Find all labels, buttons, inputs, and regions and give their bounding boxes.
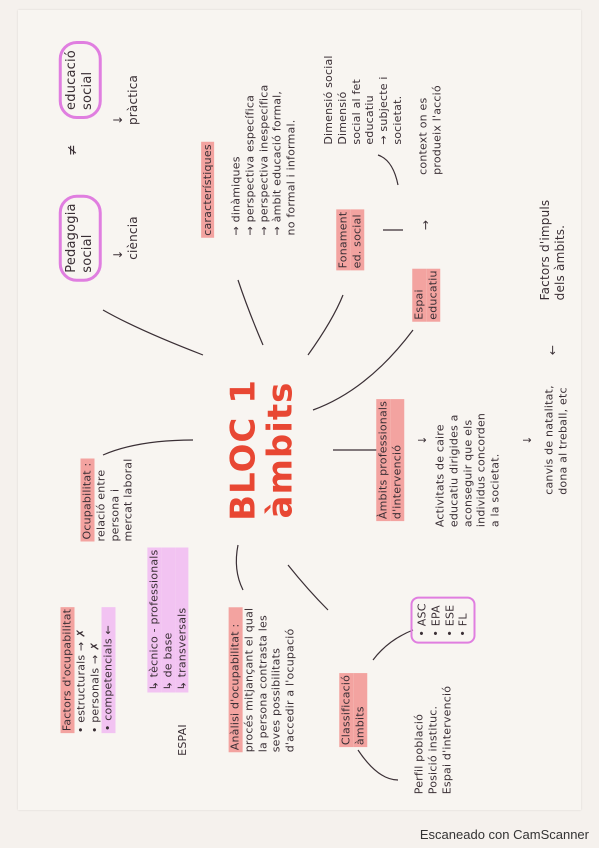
arrow-subjecte [377,154,399,186]
educacio-oval: educació social [58,41,102,119]
connector-arrows [102,154,414,781]
ambits-professionals-arrow: ↓ [416,435,430,445]
ambits-professionals-description: Activitats de caire educatiu dirigides a… [433,412,502,528]
practica-label: ↓ pràctica [111,74,140,126]
analisi-ocupabilitat-node: Anàlisi d'ocupabilitat : procés mitjança… [228,607,297,753]
pedagogia-oval: Pedagogia social [58,194,102,282]
fonament-details: Dimensió social Dimensió social al fet e… [321,55,404,145]
arrow-to-espai [312,329,414,411]
ocupabilitat-node: Ocupabilitat : relació entre persona i m… [80,458,135,542]
arrow-to-analisi [235,544,244,591]
arrow-to-classificacio [287,564,329,611]
arrow-to-ocupabilitat [102,439,194,456]
espai-context: context on es produeix l'acció [416,85,443,175]
factors-impuls: Factors d'impuls dels àmbits. [538,199,567,301]
ambits-professionals-arrow-2: ↓ [521,435,535,445]
arrow-to-caracteristiques [237,279,264,346]
caracteristiques-heading: característiques [201,142,215,238]
arrow-to-fonament [307,294,344,356]
arrow-to-perfil [357,749,399,781]
arrow-to-list [372,629,414,661]
fonament-heading: Fonament ed. social [336,209,364,271]
factors-ocupabilitat-node: Factors d'ocupabilitat • estructurals → … [60,606,116,734]
espai-label: ESPAI [176,724,190,756]
canvis-text: canvis de natalitat, dona al treball, et… [542,385,569,495]
espai-educatiu-heading: Espai educatiu [412,268,440,322]
espai-arrow: → [418,219,433,231]
classificacio-list: • ASC • EPA • ESE • FL [410,596,476,644]
classificacio-heading: Classificació àmbits [339,672,367,748]
perfil-list: Perfil població Posició instituc. Espai … [412,685,453,795]
center-title: BLOC 1 àmbits [223,379,301,521]
educacio-social-node: educació social [58,41,102,119]
scanned-mind-map-sheet: BLOC 1 àmbits Pedagogia social ↓ ciència… [18,10,581,810]
espai-competencies-list: ↳ tècnico - professionals ↳ de base ↳ tr… [147,547,189,693]
pedagogia-social-node: Pedagogia social [58,194,102,282]
ambits-list-box: • ASC • EPA • ESE • FL [410,596,476,644]
not-equal-symbol: ≠ [64,144,81,156]
factors-impuls-arrow: ← [545,344,560,356]
camscanner-footer: Escaneado con CamScanner [419,827,589,842]
ciencia-label: ↓ ciència [111,216,140,260]
caracteristiques-list: → dinàmiques → perspectiva específica → … [229,84,298,236]
ambits-professionals-heading: Àmbits professionals d'intervenció [376,398,404,522]
arrow-to-pedagogia [102,309,204,356]
